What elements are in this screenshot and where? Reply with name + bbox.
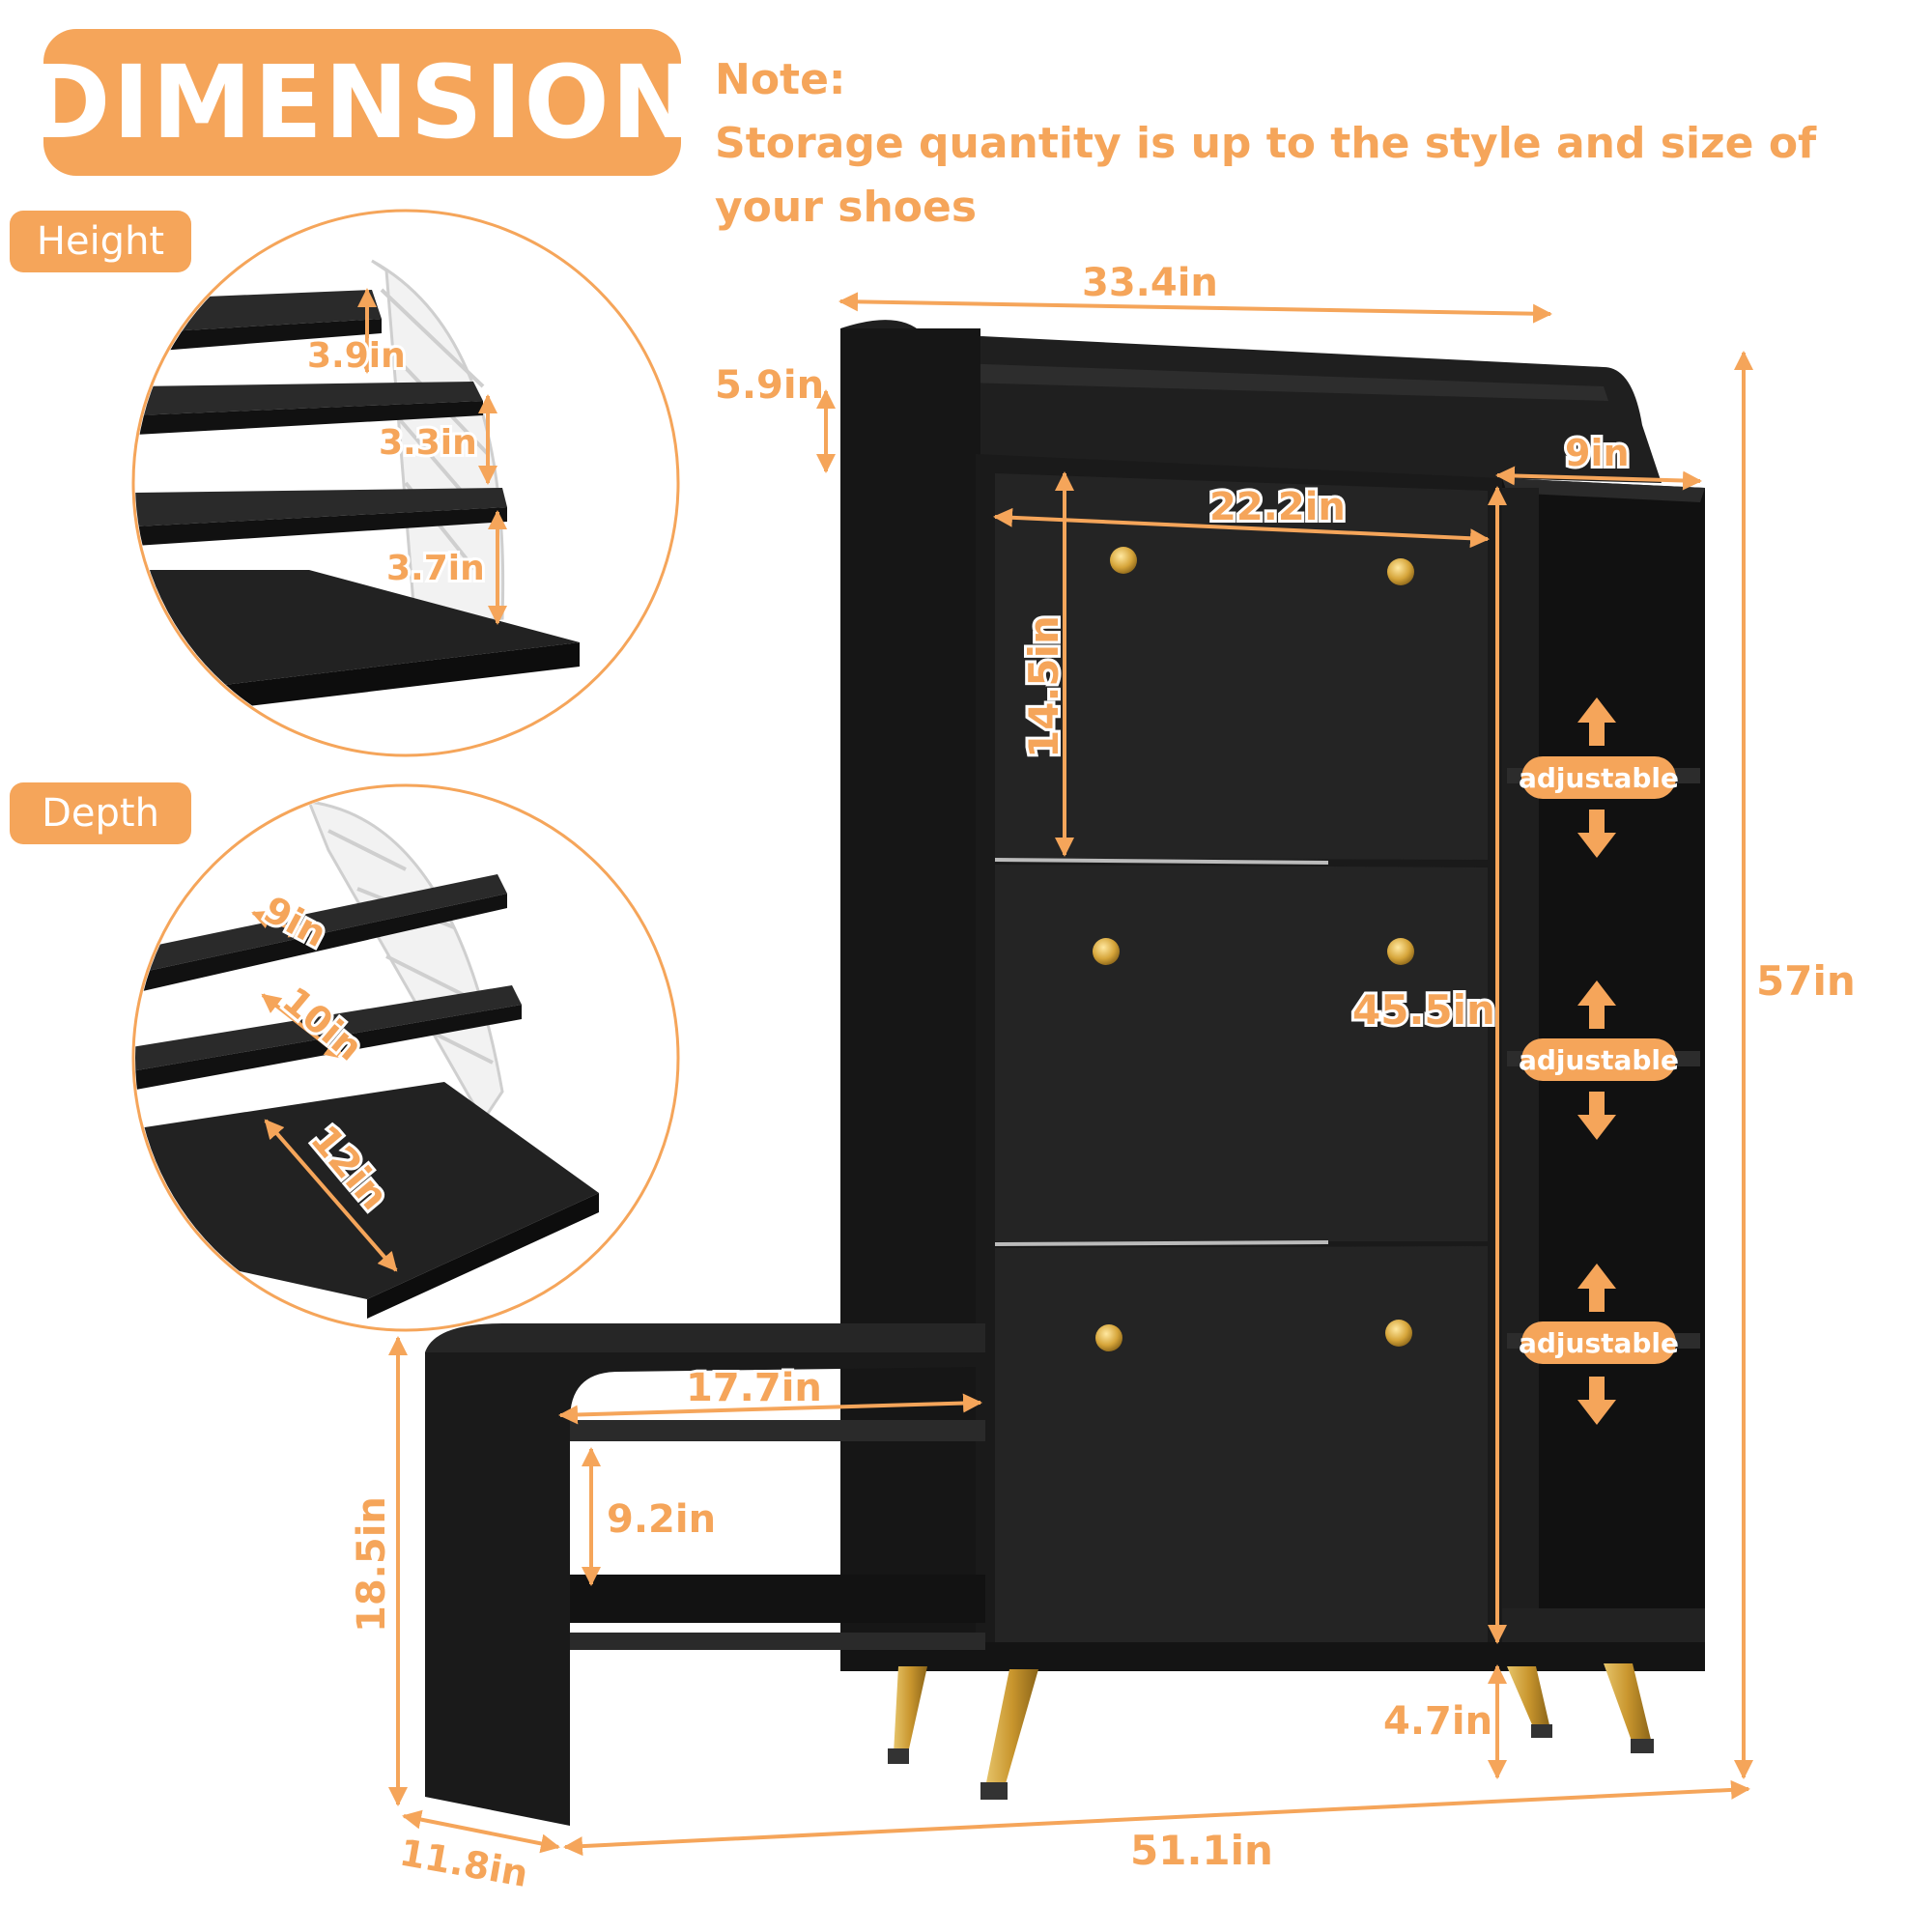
gold-leg [985, 1669, 1038, 1787]
height-tag: Height [10, 211, 191, 272]
adjustable-label: adjustable [1519, 1044, 1679, 1076]
note-text: Storage quantity is up to the style and … [715, 119, 1817, 232]
leg-height-label: 4.7in [1383, 1699, 1492, 1744]
knob [1385, 1320, 1412, 1347]
adjustable-shelf-indicator: adjustable [1519, 1264, 1679, 1425]
height-detail-circle: 3.9in 3.3in 3.7in [131, 209, 680, 757]
knob [1387, 558, 1414, 585]
gold-leg [1604, 1663, 1652, 1744]
adjustable-shelf-indicator: adjustable [1519, 697, 1679, 858]
bench-shelf-gap-label: 9.2in [607, 1497, 716, 1542]
overall-height-label: 57in [1756, 957, 1856, 1005]
height-tag-label: Height [36, 219, 165, 264]
knob [1095, 1324, 1122, 1351]
arrow-down-icon [1577, 1377, 1616, 1425]
bench-depth-label: 11.8in [396, 1832, 530, 1896]
shoe-bench [425, 1323, 985, 1826]
storage-note: Note: Storage quantity is up to the styl… [715, 48, 1932, 240]
flip-door-top [995, 473, 1488, 860]
flip-door-middle [995, 865, 1488, 1241]
height-gap-top-label: 3.9in [307, 336, 406, 376]
dimension-title-badge: DIMENSION [27, 29, 696, 176]
side-shelf-depth-label: 9in [1565, 432, 1630, 474]
adjustable-label: adjustable [1519, 1327, 1679, 1359]
bench-seat-width-label: 17.7in [686, 1366, 822, 1410]
depth-detail-circle: 9in 10in 12in [131, 783, 680, 1332]
depth-tag-label: Depth [42, 791, 159, 836]
arrow-down-icon [1577, 1092, 1616, 1140]
adjustable-label: adjustable [1519, 762, 1679, 794]
flip-door-bottom [995, 1246, 1488, 1642]
arrow-down-icon [1577, 810, 1616, 858]
adjustable-shelf-indicator: adjustable [1519, 980, 1679, 1140]
flip-door-height-label: 14.5in [1020, 615, 1067, 758]
flip-door-width-label: 22.2in [1209, 485, 1346, 529]
cabinet-body-height-label: 45.5in [1352, 986, 1495, 1034]
arrow-up-icon [1577, 697, 1616, 746]
arrow-up-icon [1577, 1264, 1616, 1312]
gold-leg [894, 1666, 927, 1753]
page-title: DIMENSION [27, 43, 697, 161]
knob [1093, 938, 1120, 965]
total-width-label: 51.1in [1130, 1827, 1273, 1874]
depth-tag: Depth [10, 782, 191, 844]
top-rail-height-label: 5.9in [715, 363, 824, 408]
height-gap-bottom-label: 3.7in [386, 549, 485, 588]
arrow-up-icon [1577, 980, 1616, 1029]
bench-height-label: 18.5in [350, 1496, 394, 1633]
knob [1110, 547, 1137, 574]
overall-width-label: 33.4in [1082, 261, 1218, 305]
height-gap-middle-label: 3.3in [379, 423, 477, 463]
knob [1387, 938, 1414, 965]
gold-leg [1507, 1666, 1550, 1729]
note-label: Note: [715, 55, 846, 104]
